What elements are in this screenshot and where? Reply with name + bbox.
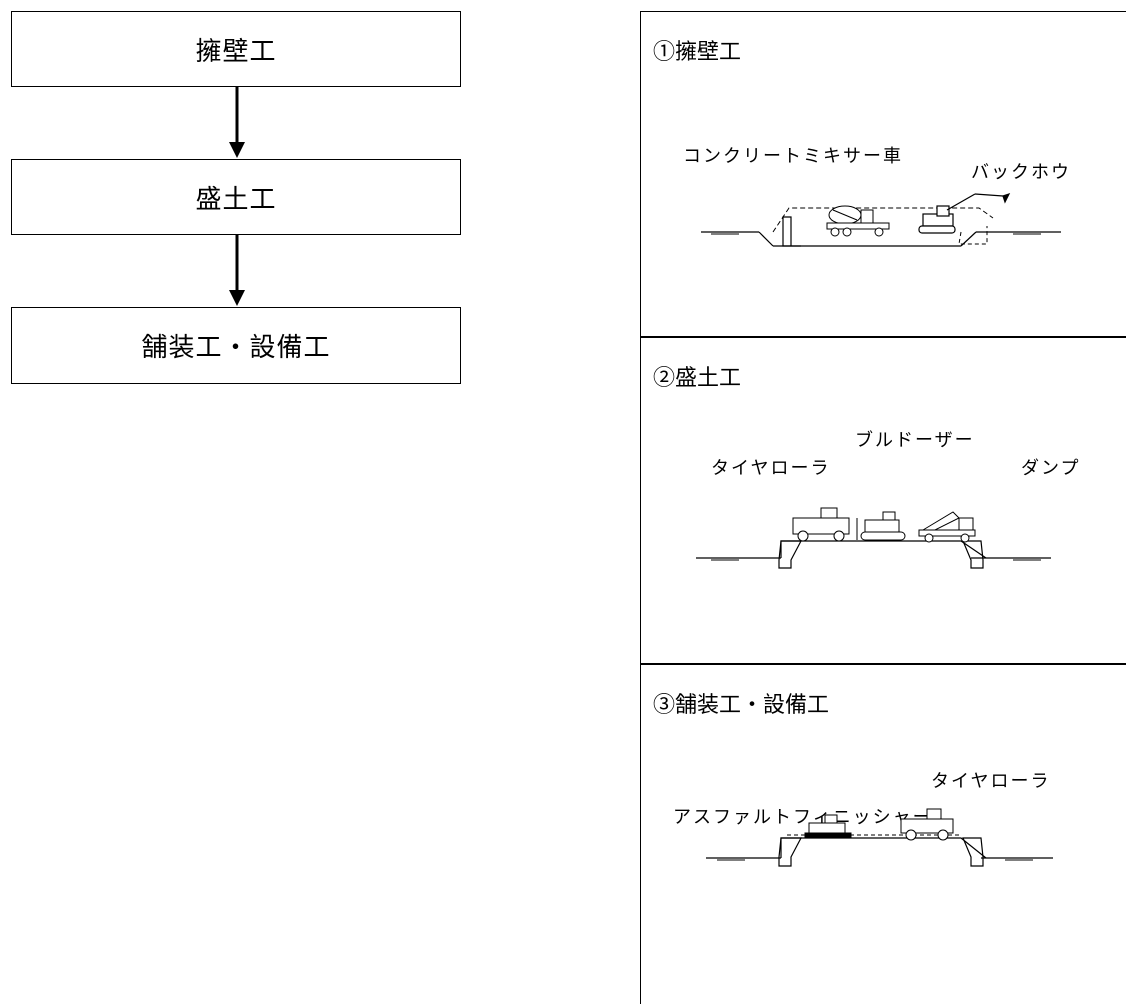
label-bulldozer: ブルドーザー [855,430,975,451]
label-backhoe: バックホウ [971,162,1071,183]
concrete-mixer-truck-icon [826,205,890,237]
backhoe-icon [918,192,1011,234]
dump-truck-icon [918,511,976,543]
panel-title: ②盛土工 [653,366,742,391]
flow-step-label: 盛土工 [195,184,277,215]
retaining-wall-scene [701,192,1061,247]
panel-embankment: ②盛土工 ブルドーザー タイヤローラ ダンプ [640,337,1126,664]
panel-retaining-wall: ①擁壁工 コンクリートミキサー車 バックホウ [640,11,1126,337]
panel-paving-facilities: ③舗装工・設備工 タイヤローラ アスファルトフィニッシャー [640,664,1126,1004]
bulldozer-icon [856,511,906,541]
flow-step-paving-facilities: 舗装工・設備工 [11,307,461,384]
tire-roller-icon [900,808,954,841]
paving-scene [706,808,1053,867]
panel-title: ③舗装工・設備工 [653,693,830,718]
flow-step-label: 舗装工・設備工 [141,333,331,363]
panel-title: ①擁壁工 [653,40,742,65]
label-dump: ダンプ [1021,458,1081,479]
embankment-scene [696,507,1051,569]
label-asphalt-finisher: アスファルトフィニッシャー [673,807,933,828]
label-tire-roller: タイヤローラ [931,771,1051,792]
flow-arrow-2 [229,235,245,306]
flow-arrow-1 [229,87,245,158]
label-concrete-mixer: コンクリートミキサー車 [683,146,903,167]
flow-step-embankment: 盛土工 [11,159,461,235]
tire-roller-icon [792,507,850,542]
flow-step-label: 擁壁工 [195,36,277,67]
flow-step-retaining-wall: 擁壁工 [11,11,461,87]
label-tire-roller: タイヤローラ [711,458,831,479]
asphalt-finisher-icon [804,814,852,839]
